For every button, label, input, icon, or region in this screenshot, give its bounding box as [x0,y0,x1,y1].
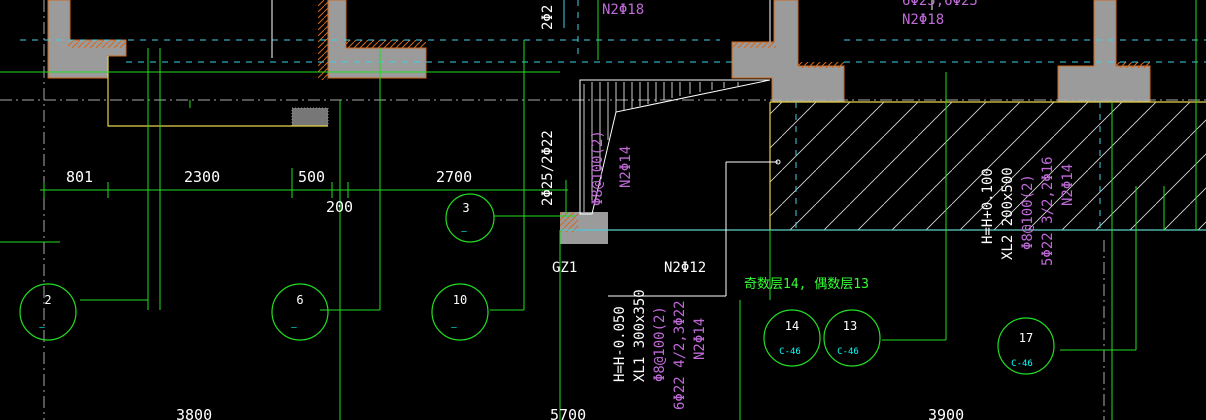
xl1-line2: XL1 300x350 [632,289,648,382]
white-lines [271,0,933,297]
gz1-label: GZ1 [552,260,577,276]
xl1-annotation: H=H-0.050 XL1 300x350 Φ8@100(2) 6Φ22 4/2… [612,289,708,410]
bubble-3-label: 3 [462,201,469,215]
bubble-10-dash: — [451,323,457,333]
top-left-vert: 2Φ2 [540,5,556,30]
dim-500: 500 [298,168,325,186]
bubble-13-label: 13 [843,319,857,333]
dim-5700: 5700 [550,406,586,420]
wedge-section [579,79,771,215]
slab-hatch-region [770,102,1206,230]
dim-200: 200 [326,198,353,216]
xl1-line1: H=H-0.050 [612,306,628,382]
bubble-13[interactable]: 13 C-46 [823,309,881,367]
bubble-17-sub: C-46 [1011,359,1033,369]
bubble-17[interactable]: 17 C-46 [997,317,1055,375]
bubble-14-sub: C-46 [779,347,801,357]
top-n2-18-b: N2Φ18 [902,12,944,28]
xl2-line2: XL2 200x500 [1000,167,1016,260]
bubble-2-dash: — [39,323,45,333]
xl2-line1: H=H+0.100 [980,168,996,244]
dim-801: 801 [66,168,93,186]
bubble-14[interactable]: 14 C-46 [763,309,821,367]
n2-12-label: N2Φ12 [664,260,706,276]
xl1-line3: Φ8@100(2) [652,306,668,382]
bubble-6-dash: — [291,323,297,333]
n2-14-vert: N2Φ14 [618,146,634,188]
stirrup-vert: Φ8@100(2) [590,130,606,206]
xl2-line4: 5Φ22 3/2,2Φ16 [1040,156,1056,266]
xl2-annotation: H=H+0.100 XL2 200x500 Φ8@100(2) 5Φ22 3/2… [980,156,1076,266]
top-right-partial: 6Φ25,6Φ25 [902,0,978,9]
floors-note: 奇数层14, 偶数层13 [744,276,869,292]
horizontal-labels: GZ1 N2Φ12 奇数层14, 偶数层13 N2Φ18 N2Φ18 6Φ25,… [552,0,978,292]
bubble-3[interactable]: 3 — [445,193,495,243]
xl2-line3: Φ8@100(2) [1020,174,1036,250]
dimension-texts: 801 2300 500 2700 200 3800 5700 3900 [66,168,964,420]
bubble-10[interactable]: 10 — [431,283,489,341]
bubble-2[interactable]: 2 — [19,283,77,341]
bubble-17-label: 17 [1019,331,1033,345]
xl1-line4: 6Φ22 4/2,3Φ22 [672,300,688,410]
dim-3800: 3800 [176,406,212,420]
walls [47,0,1151,244]
xl1-line5: N2Φ14 [692,318,708,360]
dim-2700: 2700 [436,168,472,186]
beam-cyan-solid [560,0,1206,231]
bubble-6[interactable]: 6 — [271,283,329,341]
vertical-labels: 2Φ2 2Φ25/2Φ22 Φ8@100(2) N2Φ14 [540,5,634,206]
col-vert-main: 2Φ25/2Φ22 [540,130,556,206]
bubble-13-sub: C-46 [837,347,859,357]
dim-3900: 3900 [928,406,964,420]
top-n2-18-a: N2Φ18 [602,2,644,18]
beam-dashed [20,0,1206,230]
bubble-10-label: 10 [453,293,467,307]
xl2-line5: N2Φ14 [1060,164,1076,206]
bubble-3-dash: — [461,227,467,237]
bubble-2-label: 2 [44,293,51,307]
bubble-14-label: 14 [785,319,799,333]
dim-2300: 2300 [184,168,220,186]
bubble-6-label: 6 [296,293,303,307]
